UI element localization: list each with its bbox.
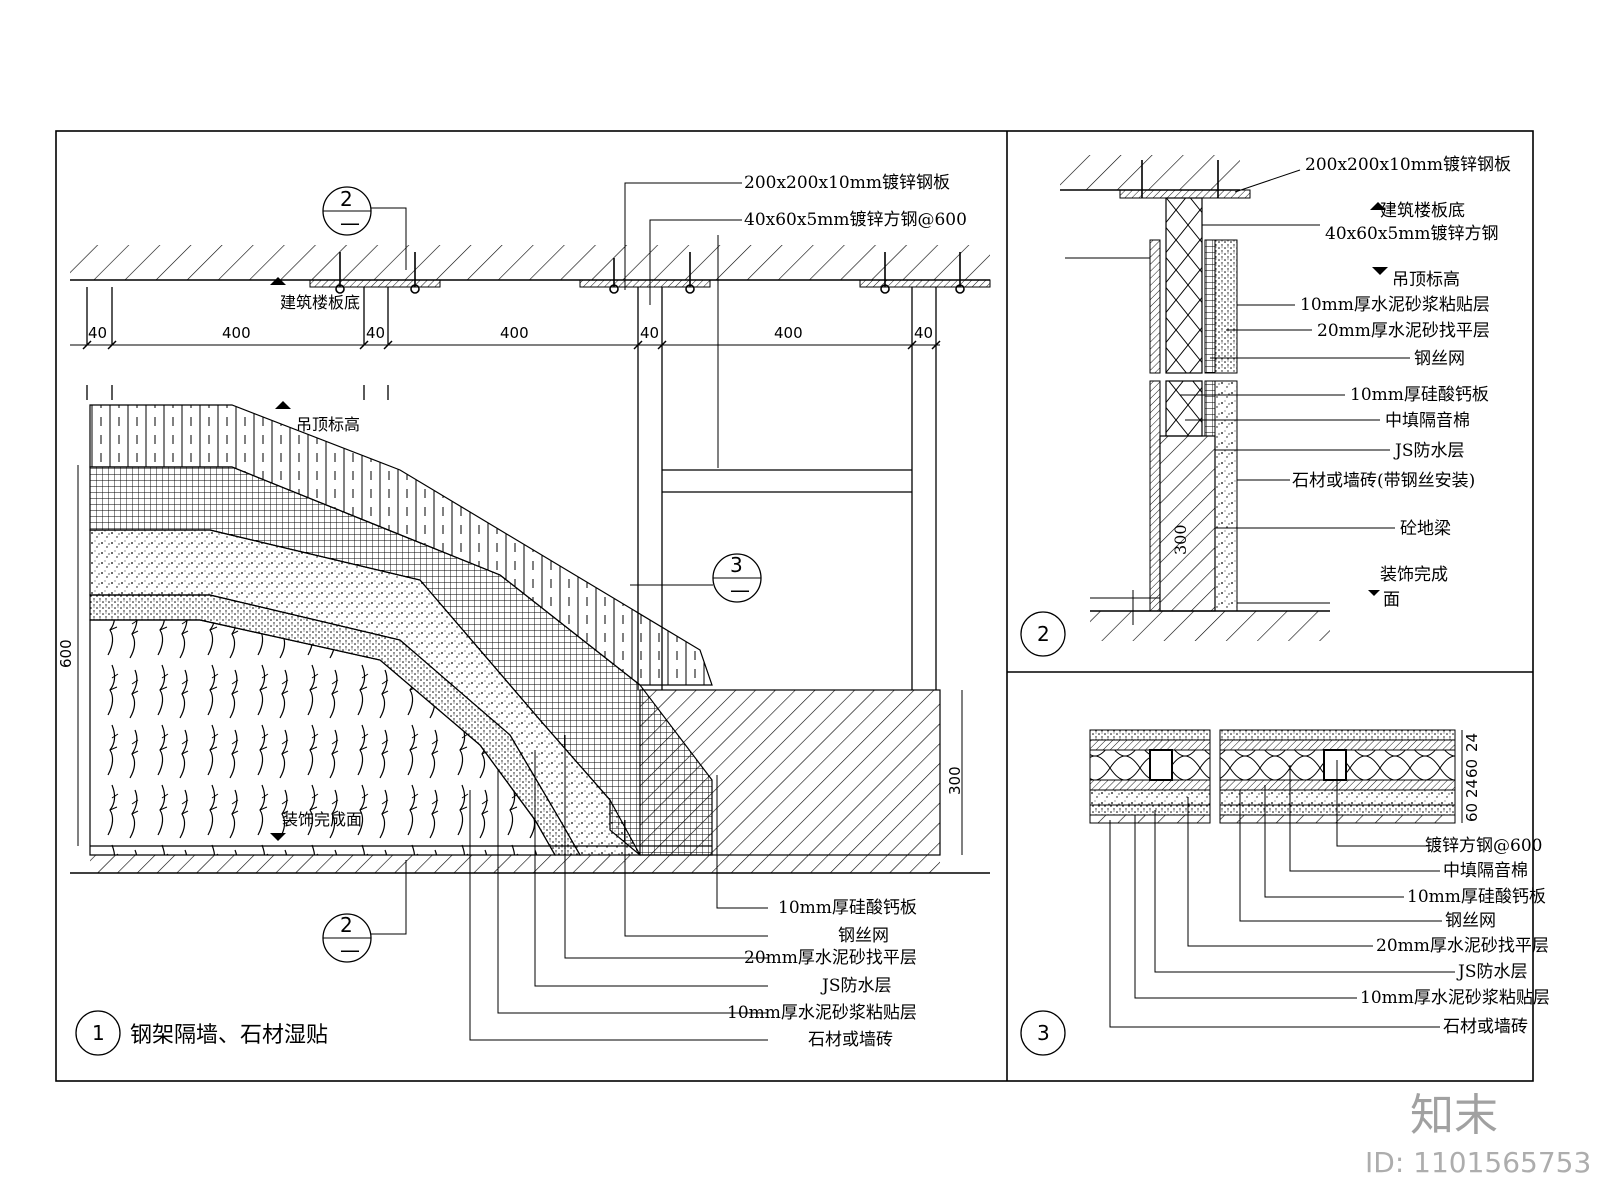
- svg-text:—: —: [340, 211, 360, 235]
- svg-text:—: —: [730, 578, 750, 602]
- label-1-js: JS防水层: [820, 976, 891, 996]
- label-2-mesh: 钢丝网: [1414, 349, 1465, 369]
- label-3-stone: 石材或墙砖: [1443, 1017, 1528, 1037]
- label-1-leveling: 20mm厚水泥砂找平层: [744, 948, 917, 968]
- dim-top-4: 400: [500, 324, 529, 342]
- label-3-adhesive: 10mm厚水泥砂浆粘贴层: [1360, 988, 1550, 1008]
- label-1-mesh: 钢丝网: [838, 926, 889, 946]
- detail-3-number: 3: [1037, 1021, 1050, 1045]
- label-3-tube: 镀锌方钢@600: [1425, 836, 1542, 856]
- label-1-stone: 石材或墙砖: [808, 1030, 893, 1050]
- watermark-brand: 知末: [1410, 1090, 1498, 1141]
- detail-3: 24 60 24 60 镀锌方钢@600 中填隔音棉 10mm厚硅酸钙板 钢丝网…: [1020, 729, 1550, 1056]
- label-2-js: JS防水层: [1393, 441, 1464, 461]
- detail-1: 40 400 40 400 40 400 40 建筑楼板底 吊顶标高 装饰完成面…: [57, 173, 991, 1056]
- slab-1: [70, 245, 990, 280]
- label-2-tube: 40x60x5mm镀锌方钢: [1325, 224, 1499, 244]
- svg-text:3: 3: [730, 553, 743, 577]
- stud-d2: [1165, 197, 1203, 374]
- label-ceiling-level: 吊顶标高: [296, 415, 360, 434]
- dim-top-5: 40: [640, 324, 659, 342]
- svg-text:2: 2: [340, 187, 353, 211]
- dim-top-2: 400: [222, 324, 251, 342]
- dim-top-1: 40: [88, 324, 107, 342]
- label-2-leveling: 20mm厚水泥砂找平层: [1317, 321, 1490, 341]
- label-2-finish-1: 装饰完成: [1380, 565, 1448, 585]
- label-floor-underside: 建筑楼板底: [280, 293, 360, 312]
- dim-d3-2: 60: [1463, 759, 1481, 778]
- label-3-insulation: 中填隔音棉: [1443, 861, 1528, 881]
- steel-plate-3: [859, 279, 991, 288]
- label-2-stone: 石材或墙砖(带钢丝安装): [1292, 471, 1475, 491]
- detail-1-title: 钢架隔墙、石材湿贴: [130, 1023, 328, 1048]
- label-2-beam: 砼地梁: [1400, 519, 1451, 539]
- watermark-id: ID: 1101565753: [1365, 1146, 1591, 1179]
- label-2-insulation: 中填隔音棉: [1385, 411, 1470, 431]
- dim-right-300: 300: [946, 766, 964, 795]
- dim-ticks: [82, 340, 941, 350]
- label-steel-plate: 200x200x10mm镀锌钢板: [744, 173, 950, 193]
- dim-d2-300: 300: [1171, 524, 1190, 555]
- label-2-finish-2: 面: [1383, 590, 1400, 610]
- board-right-d2: [1204, 239, 1216, 374]
- label-1-adhesive: 10mm厚水泥砂浆粘贴层: [727, 1003, 917, 1023]
- detail-2-number: 2: [1037, 622, 1050, 646]
- label-1-calcium: 10mm厚硅酸钙板: [778, 898, 917, 918]
- label-finish-surface: 装饰完成面: [282, 810, 362, 829]
- label-2-ceiling: 吊顶标高: [1392, 270, 1460, 290]
- steel-plate-d2: [1119, 189, 1251, 199]
- steel-studs: [86, 287, 937, 690]
- concrete-beam: [639, 689, 941, 856]
- dim-d3-1: 24: [1463, 733, 1481, 752]
- label-2-floor: 建筑楼板底: [1380, 201, 1465, 221]
- concrete-beam-d2: [1159, 435, 1216, 612]
- steel-plate-1: [309, 279, 441, 288]
- dim-left-600: 600: [57, 639, 75, 668]
- floor-slab-1: [90, 855, 940, 873]
- anchor-bolts: [335, 252, 965, 294]
- board-left-d2: [1149, 239, 1161, 374]
- label-3-leveling: 20mm厚水泥砂找平层: [1376, 936, 1549, 956]
- label-3-js: JS防水层: [1456, 962, 1527, 982]
- detail-2: 300 200x200x10mm镀锌钢板 建筑楼板底 40x60x5mm镀锌方钢…: [1020, 155, 1511, 657]
- callout-2-bottom: 2 —: [322, 860, 407, 963]
- dim-d3-3: 24: [1463, 779, 1481, 798]
- steel-plate-2: [579, 279, 711, 288]
- dim-top-3: 40: [366, 324, 385, 342]
- label-3-mesh: 钢丝网: [1445, 911, 1496, 931]
- label-square-tube: 40x60x5mm镀锌方钢@600: [744, 210, 967, 230]
- label-2-calcium: 10mm厚硅酸钙板: [1350, 385, 1489, 405]
- sheet-frame: [55, 130, 1534, 1082]
- detail-1-number: 1: [92, 1021, 105, 1045]
- svg-text:2: 2: [340, 913, 353, 937]
- callout-2-top: 2 —: [322, 186, 407, 270]
- callout-3-middle: 3 —: [630, 553, 762, 603]
- dim-top-6: 400: [774, 324, 803, 342]
- dim-d3-4: 60: [1463, 803, 1481, 822]
- label-3-calcium: 10mm厚硅酸钙板: [1407, 887, 1546, 907]
- label-2-adhesive: 10mm厚水泥砂浆粘贴层: [1300, 295, 1490, 315]
- wall-plan-left: [1089, 729, 1211, 824]
- label-2-plate: 200x200x10mm镀锌钢板: [1305, 155, 1511, 175]
- svg-text:—: —: [340, 938, 360, 962]
- dim-top-7: 40: [914, 324, 933, 342]
